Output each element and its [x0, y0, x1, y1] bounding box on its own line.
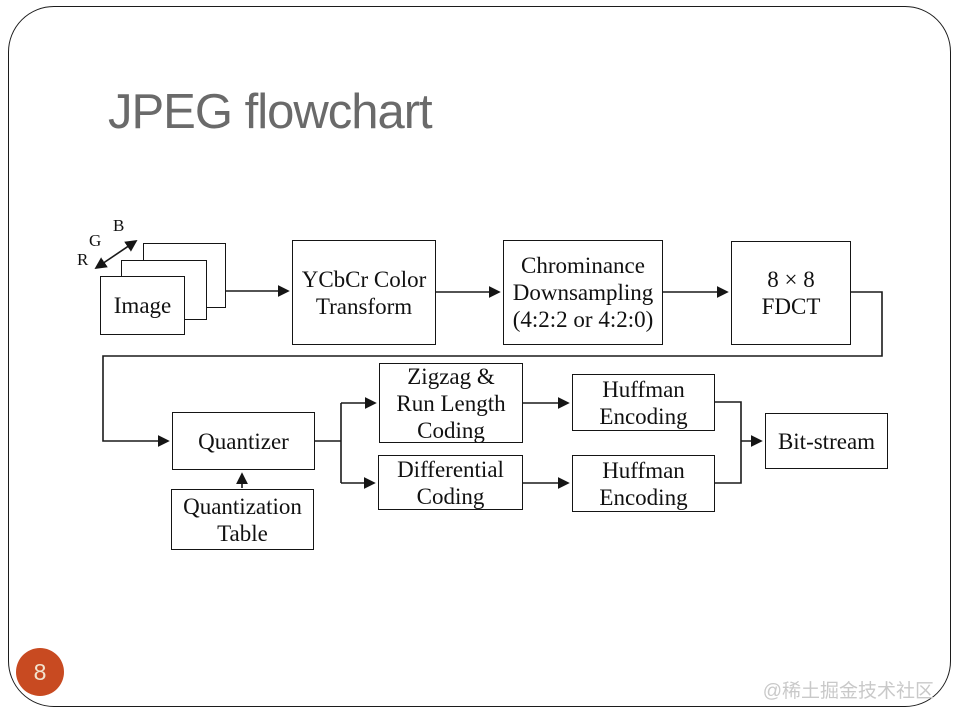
zigzag-run-length-coding-box: Zigzag & Run Length Coding [379, 363, 523, 443]
fdct-box: 8 × 8 FDCT [731, 241, 851, 345]
differential-coding-box: Differential Coding [378, 455, 523, 510]
quantization-table-box: Quantization Table [171, 489, 314, 550]
image-box: Image [100, 276, 185, 335]
ycbcr-color-transform-box: YCbCr Color Transform [292, 240, 436, 345]
huffman-encoding-top-box: Huffman Encoding [572, 374, 715, 431]
slide-title: JPEG flowchart [108, 85, 433, 139]
huffman-encoding-bottom-box: Huffman Encoding [572, 455, 715, 512]
channel-label-g: G [89, 231, 102, 250]
channel-label-b: B [113, 216, 125, 235]
quantizer-output-split-line [315, 403, 342, 483]
huffman-merge-line [715, 401, 742, 484]
channel-label-r: R [77, 250, 89, 269]
arrow-fdct-to-quantizer-feedback [102, 291, 883, 447]
bitstream-box: Bit-stream [765, 413, 888, 469]
page-number-badge: 8 [16, 648, 64, 696]
watermark-text: @稀土掘金技术社区 [762, 681, 934, 702]
rgb-axis-double-arrow [94, 239, 138, 270]
quantizer-box: Quantizer [172, 412, 315, 470]
slide-border-frame [8, 6, 951, 707]
chrominance-downsampling-box: Chrominance Downsampling (4:2:2 or 4:2:0… [503, 240, 663, 345]
